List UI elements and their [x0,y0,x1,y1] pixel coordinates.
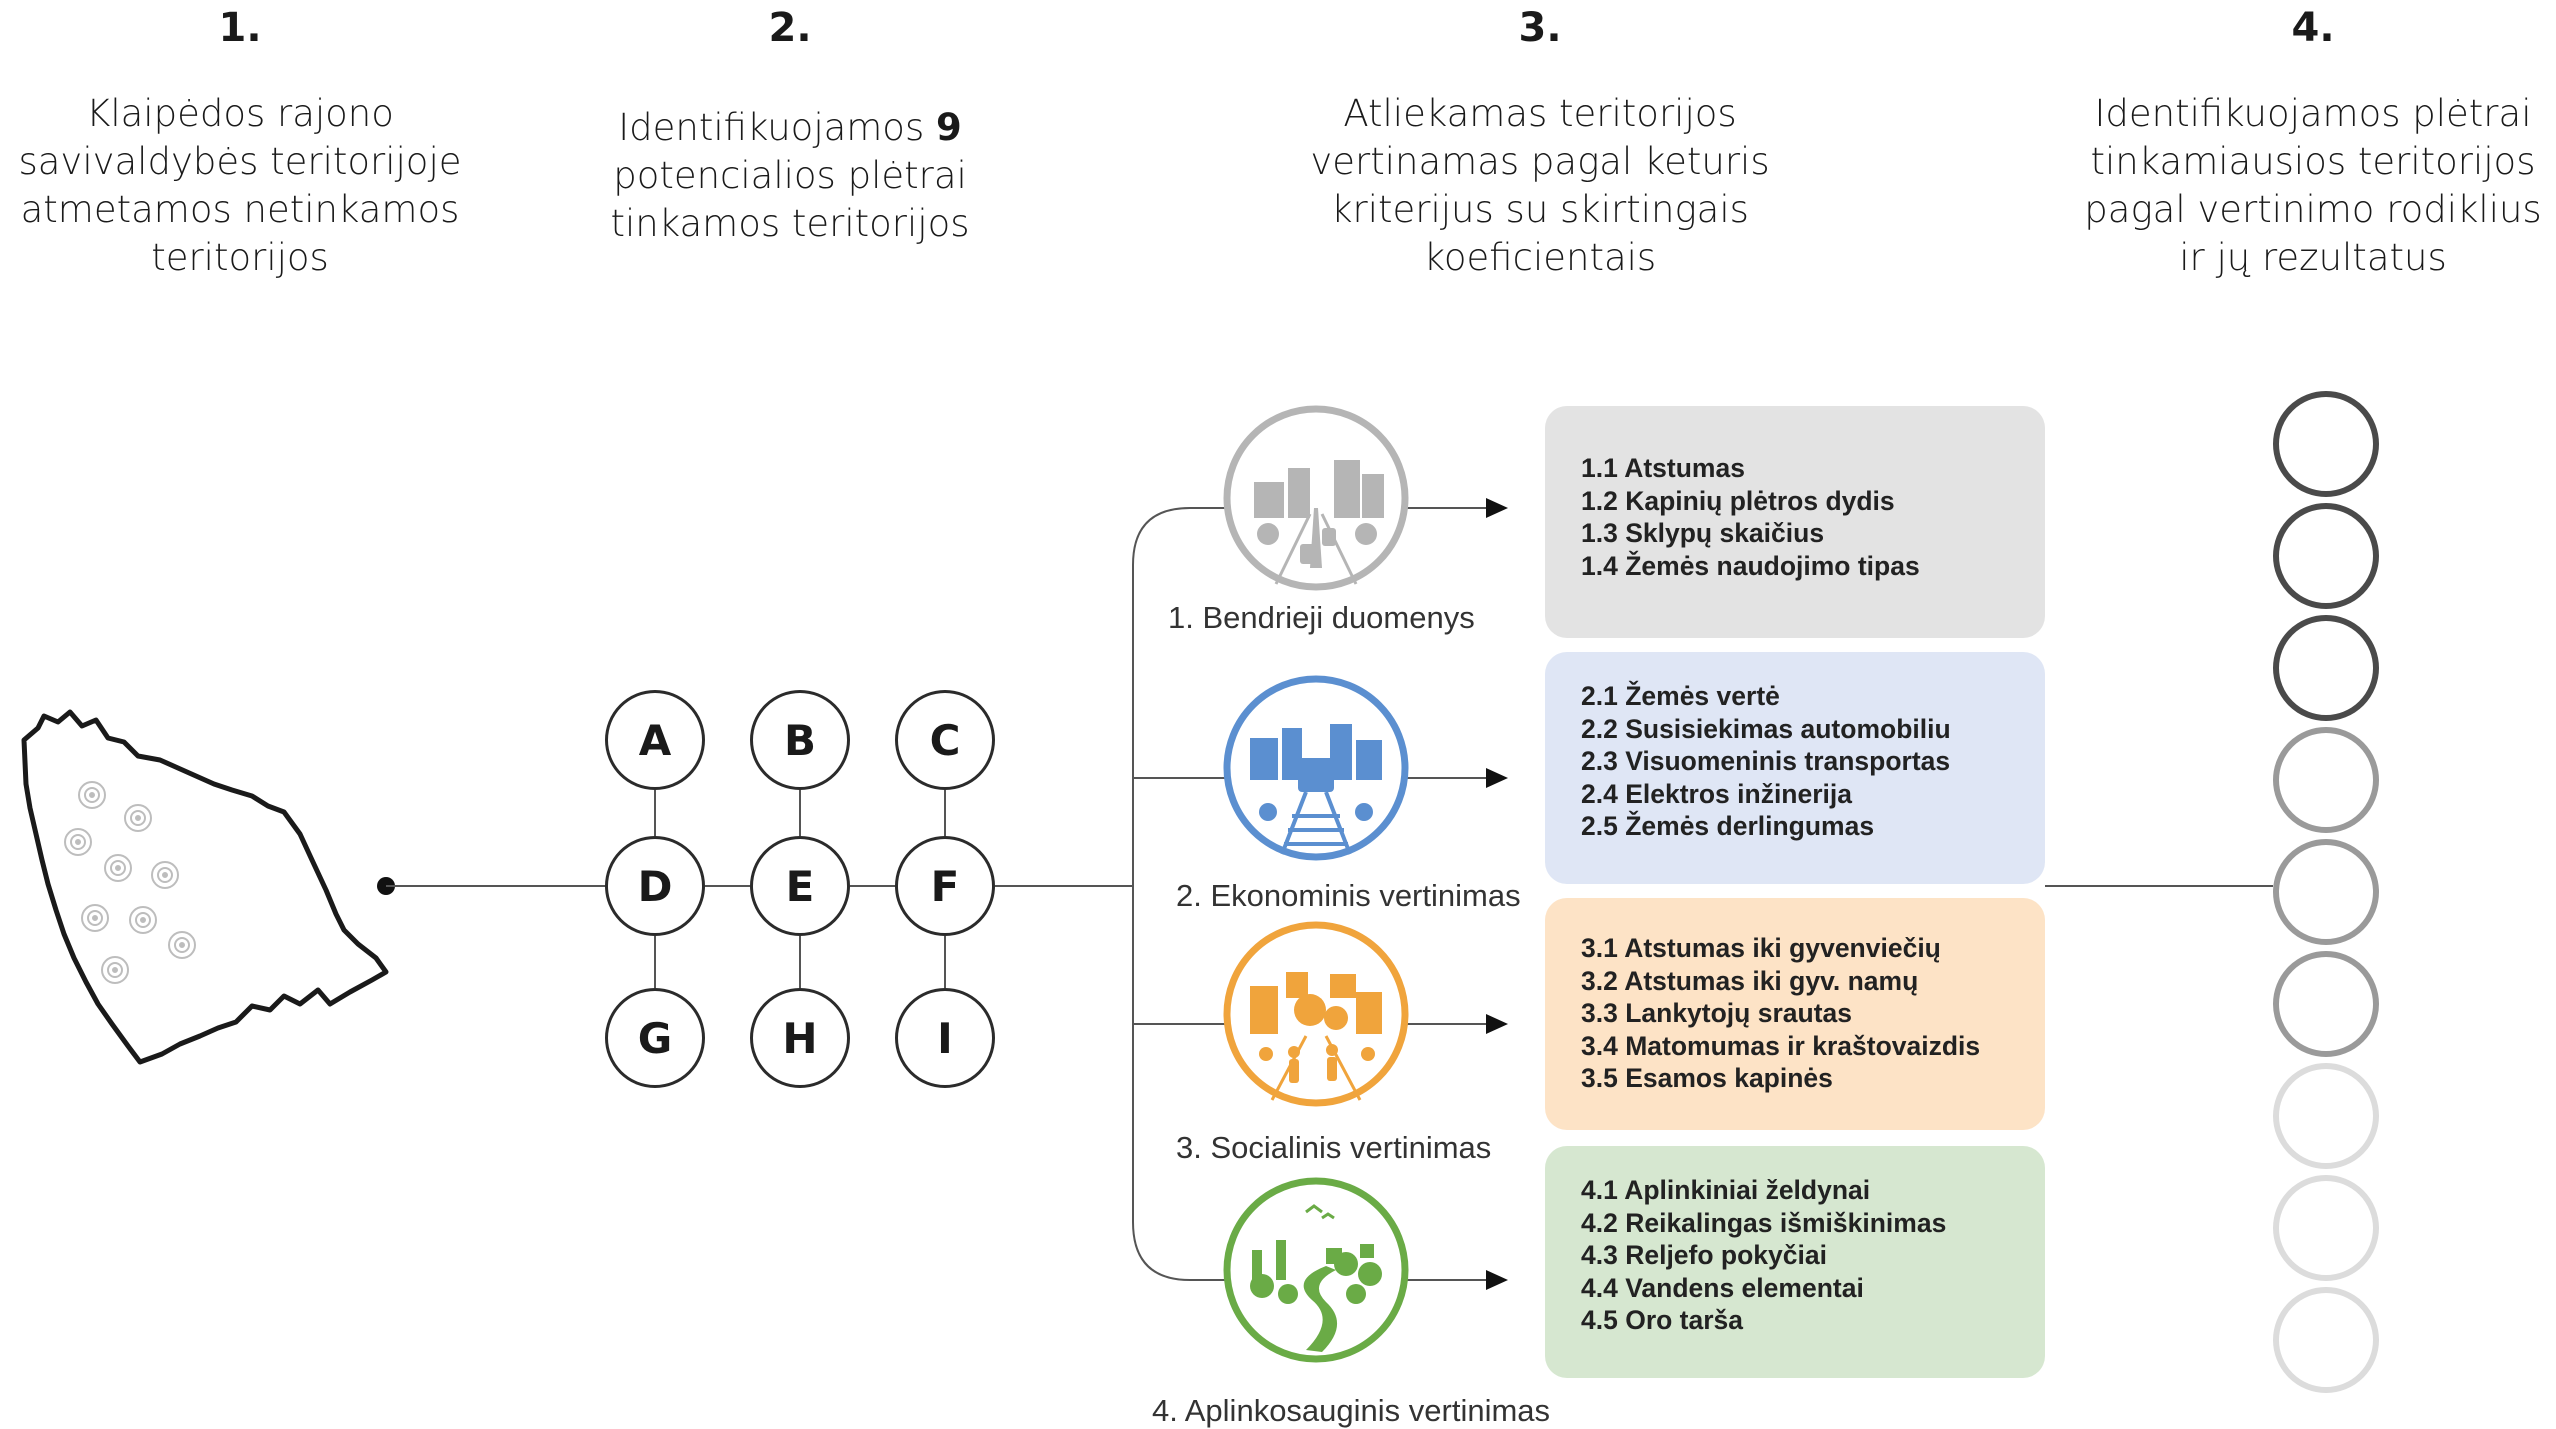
territory-node-h: H [750,988,850,1088]
result-ring [2273,1287,2379,1393]
criterion-box-social: 3.1 Atstumas iki gyvenviečių 3.2 Atstuma… [1545,898,2045,1130]
criterion-items: 2.1 Žemės vertė 2.2 Susisiekimas automob… [1581,680,2009,843]
criterion-label-economic: 2. Ekonominis vertinimas [1176,878,1521,913]
step-line: tinkamiausios teritorijos [2090,140,2536,183]
criterion-item: 2.4 Elektros inžinerija [1581,778,1853,809]
criterion-label-environmental: 4. Aplinkosauginis vertinimas [1152,1393,1551,1428]
criterion-item: 4.5 Oro tarša [1581,1305,1744,1335]
criterion-item: 3.2 Atstumas iki gyv. namų [1581,965,1919,996]
result-ring [2273,391,2379,497]
criterion-item: 1.2 Kapinių plėtros dydis [1581,485,1895,516]
result-ring [2273,727,2379,833]
territory-node-g: G [605,988,705,1088]
step-line: teritorijos [151,236,329,279]
criterion-item: 2.3 Visuomeninis transportas [1581,746,1951,776]
step-line: ir jų rezultatus [2179,236,2447,279]
step-line: koeficientais [1423,236,1657,279]
criterion-item: 3.3 Lankytojų srautas [1581,998,1852,1028]
criterion-item: 2.2 Susisiekimas automobiliu [1581,713,1951,744]
step-description: Atliekamas teritorijos vertinamas pagal … [1290,90,1790,282]
criterion-item: 1.3 Sklypų skaičius [1581,518,1825,548]
step-line: Klaipėdos rajono [86,92,394,135]
step-line: atmetamos netinkamos [20,188,460,231]
step-number: 2. [768,5,812,51]
criterion-item: 4.2 Reikalingas išmiškinimas [1581,1207,1947,1238]
step-line: pagal vertinimo rodiklius [2084,188,2542,231]
criterion-box-economic: 2.1 Žemės vertė 2.2 Susisiekimas automob… [1545,652,2045,884]
criterion-item: 4.1 Aplinkiniai želdynai [1581,1175,1871,1205]
criterion-item: 2.1 Žemės vertė [1581,681,1780,711]
result-ring [2273,1063,2379,1169]
arrowheads [1486,498,1508,1290]
step-line: potencialios plėtrai [613,154,967,197]
result-ring [2273,503,2379,609]
result-ring [2273,839,2379,945]
step-3: 3. Atliekamas teritorijos vertinamas pag… [1290,8,1790,282]
nature-park-icon [1223,1177,1409,1363]
city-icon [1223,405,1409,591]
step-line: tinkamos teritorijos [610,202,970,245]
territory-node-b: B [750,690,850,790]
criterion-item: 1.1 Atstumas [1581,453,1745,483]
step-line-text: Identifikuojamos [618,106,936,149]
step-description: Klaipėdos rajono savivaldybės teritorijo… [10,90,470,282]
step-1: 1. Klaipėdos rajono savivaldybės teritor… [10,8,470,282]
criterion-item: 3.1 Atstumas iki gyvenviečių [1581,933,1941,963]
connectors [377,507,2273,1281]
territory-node-a: A [605,690,705,790]
territory-node-i: I [895,988,995,1088]
criterion-item: 3.5 Esamos kapinės [1581,1063,1833,1093]
criterion-item: 4.4 Vandens elementai [1581,1272,1864,1303]
territory-node-d: D [605,836,705,936]
criterion-label-social: 3. Socialinis vertinimas [1176,1130,1492,1165]
step-line: vertinamas pagal keturis [1310,140,1770,183]
territory-node-f: F [895,836,995,936]
railway-city-icon [1223,675,1409,861]
step-line: kriterijus su skirtingais [1331,188,1749,231]
step-line: Identifikuojamos 9 [580,104,1000,152]
criterion-items: 3.1 Atstumas iki gyvenviečių 3.2 Atstuma… [1581,932,2009,1095]
criterion-items: 4.1 Aplinkiniai želdynai 4.2 Reikalingas… [1581,1174,2009,1337]
step-number: 3. [1518,5,1562,51]
territory-node-c: C [895,690,995,790]
step-4: 4. Identifikuojamos plėtrai tinkamiausio… [2068,8,2556,282]
district-outline [21,709,389,1065]
step-number: 1. [218,5,262,51]
criterion-box-environmental: 4.1 Aplinkiniai želdynai 4.2 Reikalingas… [1545,1146,2045,1378]
district-map [21,709,389,1065]
criterion-box-general: 1.1 Atstumas 1.2 Kapinių plėtros dydis 1… [1545,406,2045,638]
step-description: Identifikuojamos 9 potencialios plėtrai … [580,104,1000,248]
criterion-label-general: 1. Bendrieji duomenys [1168,600,1475,635]
result-ring [2273,1175,2379,1281]
territory-node-e: E [750,836,850,936]
result-ring [2273,951,2379,1057]
step-number: 4. [2291,5,2335,51]
territory-markers [64,781,196,984]
step-line: Identifikuojamos plėtrai [2094,92,2532,135]
criterion-items: 1.1 Atstumas 1.2 Kapinių plėtros dydis 1… [1581,452,2009,582]
people-street-icon [1223,921,1409,1107]
step-line: savivaldybės teritorijoje [18,140,462,183]
criterion-item: 3.4 Matomumas ir kraštovaizdis [1581,1030,1981,1061]
criterion-item: 4.3 Reljefo pokyčiai [1581,1240,1827,1270]
step-description: Identifikuojamos plėtrai tinkamiausios t… [2068,90,2556,282]
step-2: 2. Identifikuojamos 9 potencialios plėtr… [580,8,1000,248]
territory-count: 9 [936,106,962,149]
step-line: Atliekamas teritorijos [1343,92,1737,135]
result-ring [2273,615,2379,721]
criterion-item: 1.4 Žemės naudojimo tipas [1581,550,1920,581]
criterion-item: 2.5 Žemės derlingumas [1581,811,1875,841]
